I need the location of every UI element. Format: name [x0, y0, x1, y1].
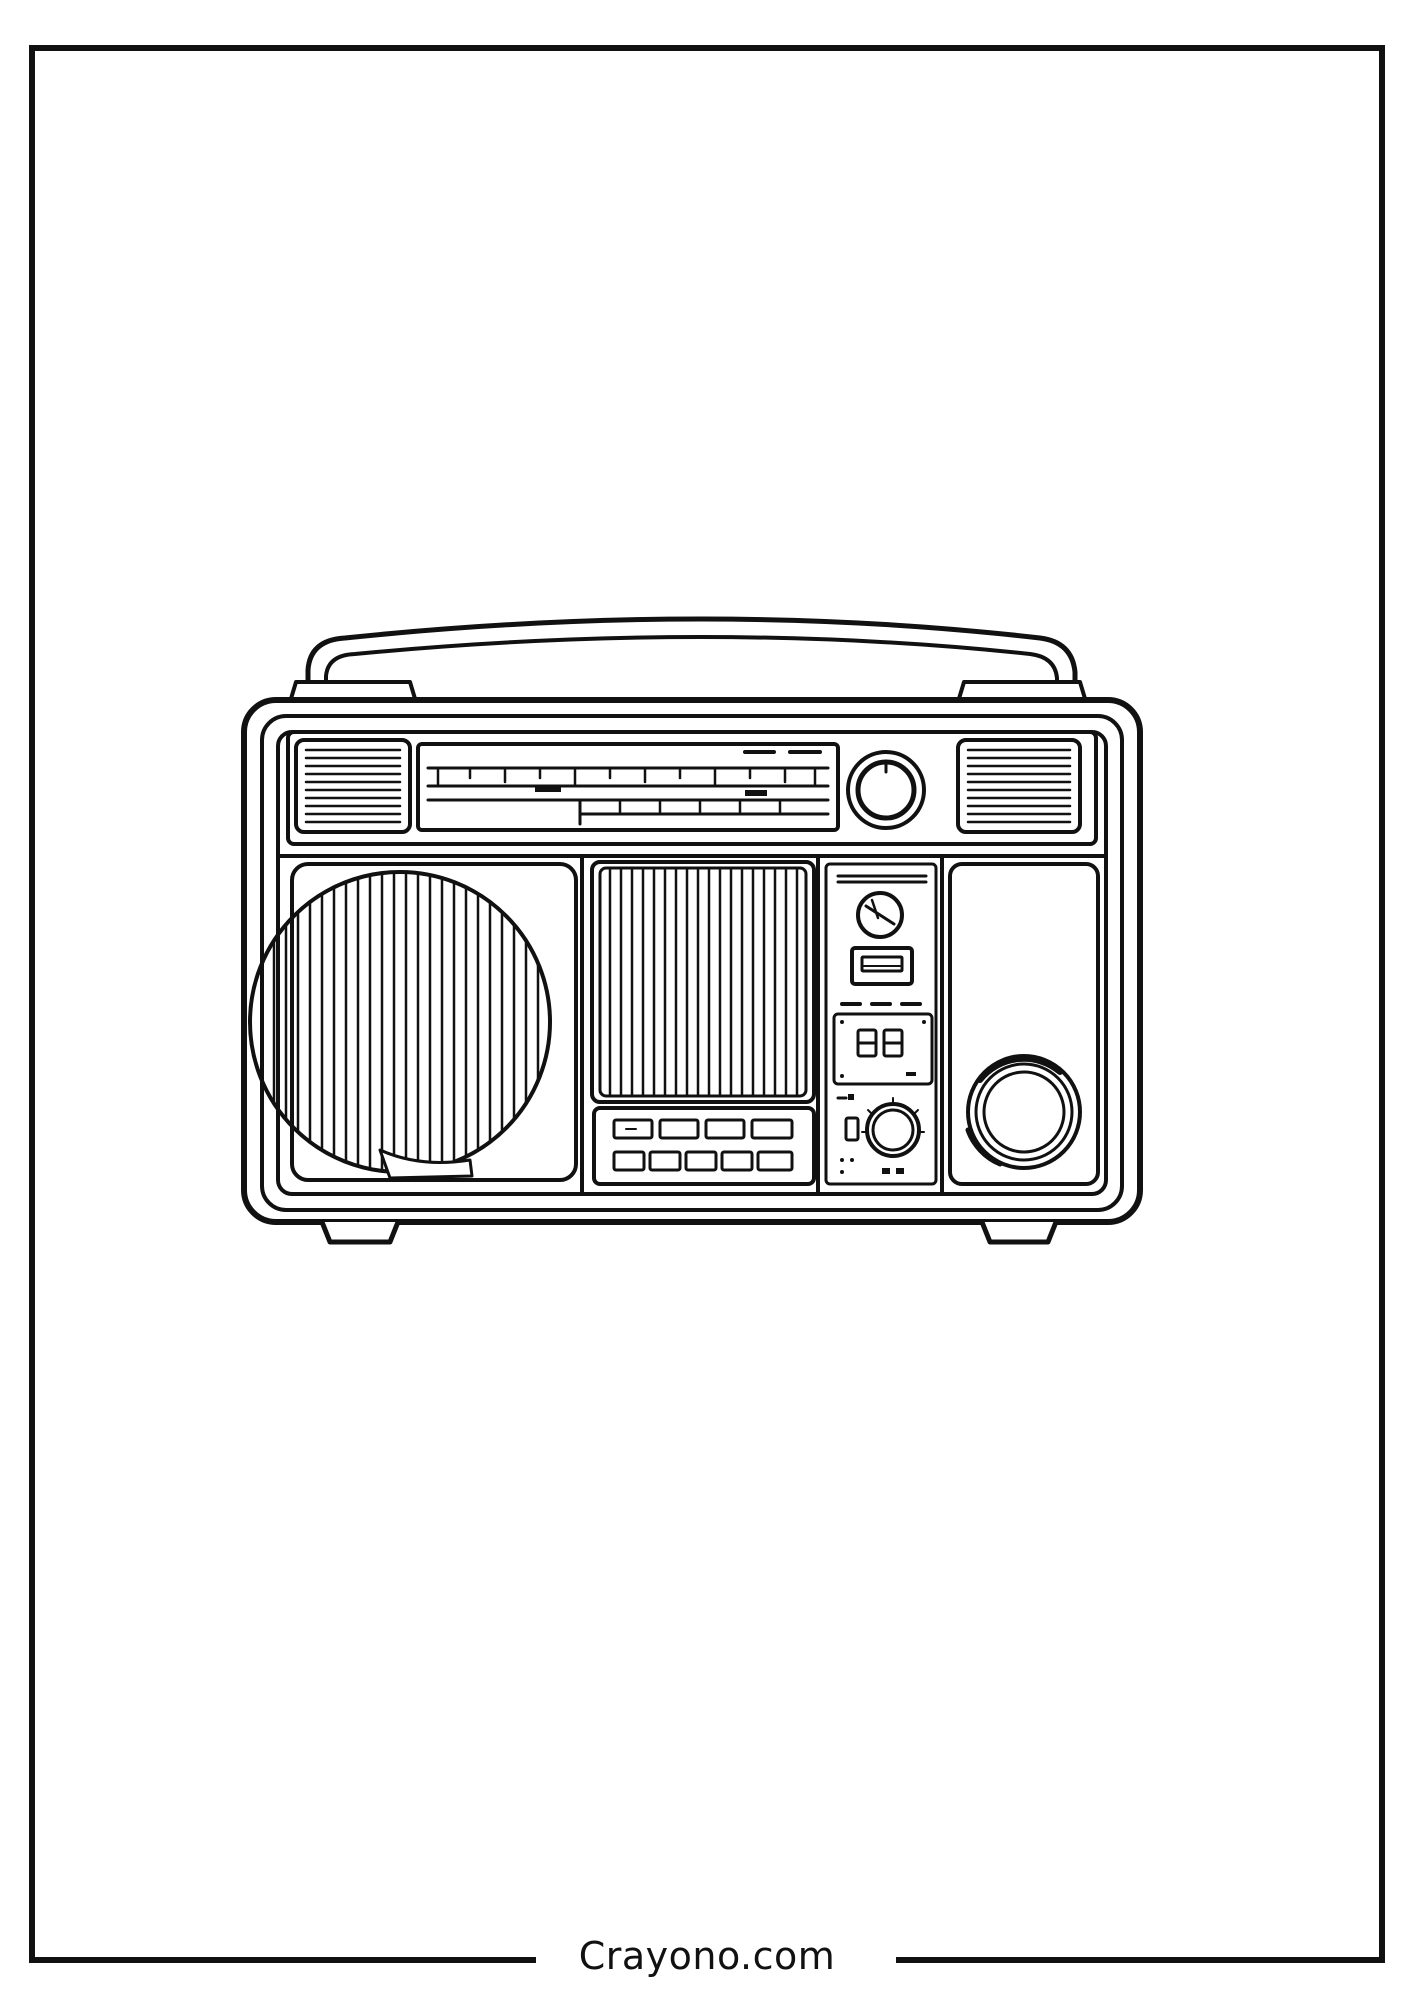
left-speaker: [248, 862, 578, 1182]
radio-handle: [288, 616, 1088, 704]
right-top-vent: [956, 738, 1082, 834]
tuning-knob: [846, 750, 926, 830]
radio-top-panel: [276, 730, 1108, 858]
site-watermark: Crayono.com: [578, 1934, 836, 1978]
radio-feet: [319, 1219, 1059, 1245]
page-border: [29, 45, 1385, 1963]
control-column: [824, 862, 938, 1186]
center-grille: [590, 860, 816, 1104]
radio-body: [241, 697, 1143, 1225]
radio-illustration: [241, 616, 1143, 1245]
digital-display-digits: [856, 1028, 904, 1058]
tuning-scale: [416, 742, 840, 832]
lower-dividers: [580, 854, 944, 1196]
right-panel: [948, 862, 1100, 1186]
left-top-vent: [294, 738, 412, 834]
button-panel: [592, 1106, 816, 1186]
